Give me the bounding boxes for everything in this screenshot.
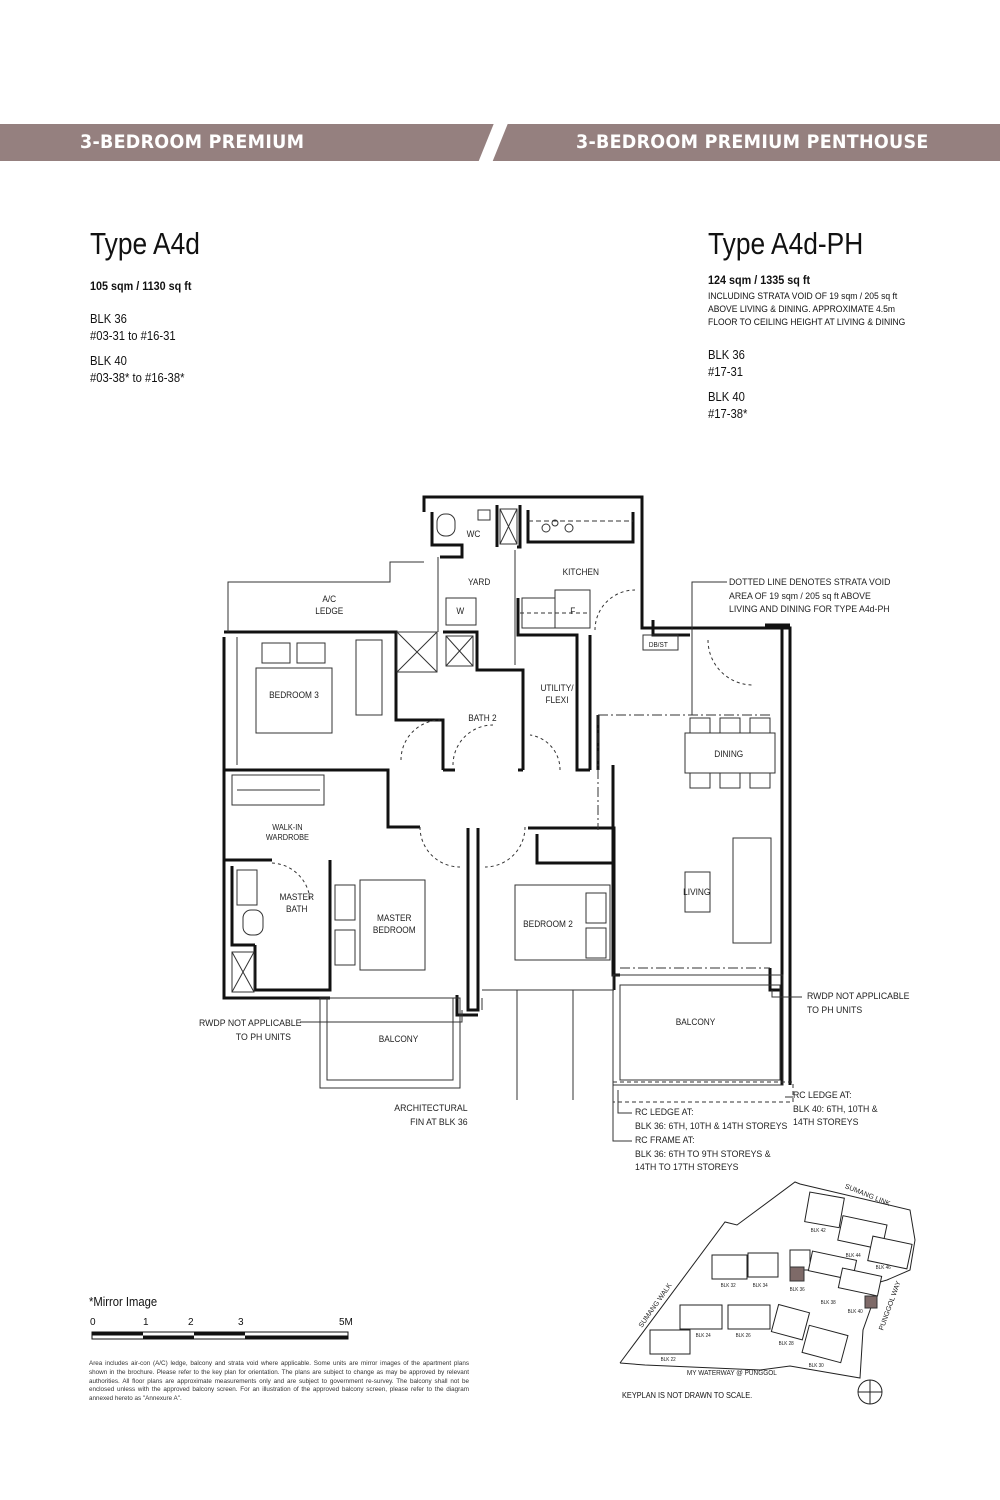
unit-type-left: Type A4d [90, 226, 200, 261]
room-label-fridge: F [570, 606, 576, 616]
room-label-balcony-right: BALCONY [675, 1017, 716, 1027]
scale-tick-5m: 5M [339, 1317, 353, 1328]
keyplan-blk-30: BLK 30 [808, 1363, 824, 1369]
unit-area-right: 124 sqm / 1335 sq ft [708, 273, 811, 287]
scale-tick-2: 2 [188, 1317, 194, 1328]
block-label: BLK 40 [90, 354, 127, 368]
annotation-rc-frame-blk36: RC FRAME AT: BLK 36: 6TH TO 9TH STOREYS … [635, 1134, 771, 1175]
note-line: ABOVE LIVING & DINING. APPROXIMATE 4.5m [708, 304, 896, 315]
annotation-rwdp-left: RWDP NOT APPLICABLE TO PH UNITS [199, 1017, 302, 1044]
keyplan-note: KEYPLAN IS NOT DRAWN TO SCALE. [622, 1391, 753, 1400]
scale-tick-0: 0 [90, 1317, 96, 1328]
annotation-line: TO PH UNITS [235, 1031, 291, 1043]
label-line: MASTER [279, 892, 315, 902]
room-label-wc: WC [466, 529, 481, 539]
annotation-line: TO PH UNITS [807, 1004, 863, 1016]
label-line: WALK-IN [272, 823, 303, 832]
block-info-right-2: BLK 40 #17-38* [708, 389, 747, 423]
scale-tick-1: 1 [143, 1317, 149, 1328]
annotation-line: AREA OF 19 sqm / 205 sq ft ABOVE [729, 590, 871, 602]
keyplan-blk-42: BLK 42 [810, 1228, 826, 1234]
annotation-rc-ledge-blk36: RC LEDGE AT: BLK 36: 6TH, 10TH & 14TH ST… [635, 1106, 787, 1133]
room-label-dbst: DB/ST [648, 642, 668, 649]
annotation-arch-fin: ARCHITECTURAL FIN AT BLK 36 [394, 1102, 468, 1129]
note-line: FLOOR TO CEILING HEIGHT AT LIVING & DINI… [708, 317, 906, 328]
block-info-left-1: BLK 36 #03-31 to #16-31 [90, 311, 176, 345]
unit-type-right: Type A4d-PH [708, 226, 864, 261]
label-line: A/C [322, 594, 337, 604]
annotation-strata-void: DOTTED LINE DENOTES STRATA VOID AREA OF … [729, 576, 890, 617]
room-label-kitchen: KITCHEN [562, 567, 599, 577]
label-line: FLEXI [545, 695, 569, 705]
annotation-line: RC LEDGE AT: [793, 1090, 852, 1101]
room-label-yard: YARD [467, 577, 491, 587]
keyplan-blk-44: BLK 44 [845, 1253, 861, 1259]
annotation-line: DOTTED LINE DENOTES STRATA VOID [729, 577, 891, 588]
mirror-image-note: *Mirror Image [89, 1295, 158, 1309]
room-label-bath2: BATH 2 [468, 713, 497, 723]
header-right-title: 3-BEDROOM PREMIUM PENTHOUSE [576, 131, 929, 153]
room-label-bedroom2: BEDROOM 2 [523, 919, 573, 929]
keyplan-blk-32: BLK 32 [720, 1283, 736, 1289]
block-label: BLK 36 [90, 312, 127, 326]
keyplan-blk-38: BLK 38 [820, 1300, 836, 1306]
block-units: #17-38* [708, 407, 748, 421]
block-label: BLK 36 [708, 348, 745, 362]
room-label-dining: DINING [714, 749, 744, 759]
annotation-line: RC LEDGE AT: [635, 1107, 694, 1118]
keyplan-blk-46: BLK 46 [875, 1265, 891, 1271]
room-label-ac-ledge: A/C LEDGE [315, 593, 343, 617]
block-units: #03-31 to #16-31 [90, 329, 176, 343]
label-line: LEDGE [315, 606, 344, 616]
room-label-balcony-left: BALCONY [378, 1034, 419, 1044]
annotation-line: RC FRAME AT: [635, 1135, 695, 1146]
room-label-walkin: WALK-IN WARDROBE [266, 823, 309, 843]
annotation-line: 14TH TO 17TH STOREYS [635, 1162, 739, 1173]
annotation-rwdp-right: RWDP NOT APPLICABLE TO PH UNITS [807, 990, 909, 1017]
road-my-waterway: MY WATERWAY @ PUNGGOL [686, 1370, 777, 1377]
annotation-line: RWDP NOT APPLICABLE [807, 991, 910, 1002]
block-label: BLK 40 [708, 390, 745, 404]
annotation-line: BLK 36: 6TH, 10TH & 14TH STOREYS [635, 1120, 788, 1132]
label-line: WARDROBE [265, 833, 309, 842]
annotation-line: BLK 40: 6TH, 10TH & [793, 1103, 878, 1115]
header-left-title: 3-BEDROOM PREMIUM [80, 131, 305, 153]
keyplan-blk-28: BLK 28 [778, 1341, 794, 1347]
disclaimer-text: Area includes air-con (A/C) ledge, balco… [89, 1360, 469, 1403]
scale-tick-3: 3 [238, 1317, 244, 1328]
annotation-line: RWDP NOT APPLICABLE [199, 1018, 302, 1029]
annotation-line: 14TH STOREYS [793, 1117, 859, 1128]
annotation-line: FIN AT BLK 36 [410, 1116, 468, 1128]
block-units: #17-31 [708, 365, 744, 379]
room-label-utility: UTILITY/ FLEXI [540, 682, 573, 706]
strata-void-note: INCLUDING STRATA VOID OF 19 sqm / 205 sq… [708, 290, 905, 329]
keyplan-blk-22: BLK 22 [660, 1357, 676, 1363]
block-info-right-1: BLK 36 #17-31 [708, 347, 745, 381]
block-units: #03-38* to #16-38* [90, 371, 185, 385]
annotation-line: ARCHITECTURAL [394, 1103, 468, 1114]
block-info-left-2: BLK 40 #03-38* to #16-38* [90, 353, 184, 387]
keyplan-map [619, 1181, 916, 1405]
room-label-living: LIVING [683, 887, 711, 897]
annotation-line: BLK 36: 6TH TO 9TH STOREYS & [635, 1148, 771, 1160]
unit-area-left: 105 sqm / 1130 sq ft [90, 279, 192, 293]
label-line: MASTER [377, 913, 412, 923]
room-label-bedroom3: BEDROOM 3 [269, 690, 319, 700]
keyplan-blk-26: BLK 26 [735, 1333, 751, 1339]
room-label-washer: W [456, 606, 465, 616]
keyplan-blk-24: BLK 24 [695, 1333, 711, 1339]
room-label-master-bedroom: MASTER BEDROOM [373, 912, 416, 936]
scale-bar [91, 1331, 349, 1340]
label-line: UTILITY/ [540, 683, 574, 693]
keyplan-blk-36: BLK 36 [789, 1287, 805, 1293]
note-line: INCLUDING STRATA VOID OF 19 sqm / 205 sq… [708, 291, 898, 302]
keyplan-blk-40: BLK 40 [847, 1309, 863, 1315]
annotation-rc-ledge-blk40: RC LEDGE AT: BLK 40: 6TH, 10TH & 14TH ST… [793, 1089, 878, 1130]
keyplan-blk-34: BLK 34 [752, 1283, 768, 1289]
label-line: BEDROOM [372, 925, 416, 935]
label-line: BATH [286, 904, 308, 914]
room-label-master-bath: MASTER BATH [280, 891, 315, 915]
annotation-line: LIVING AND DINING FOR TYPE A4d-PH [729, 604, 890, 615]
